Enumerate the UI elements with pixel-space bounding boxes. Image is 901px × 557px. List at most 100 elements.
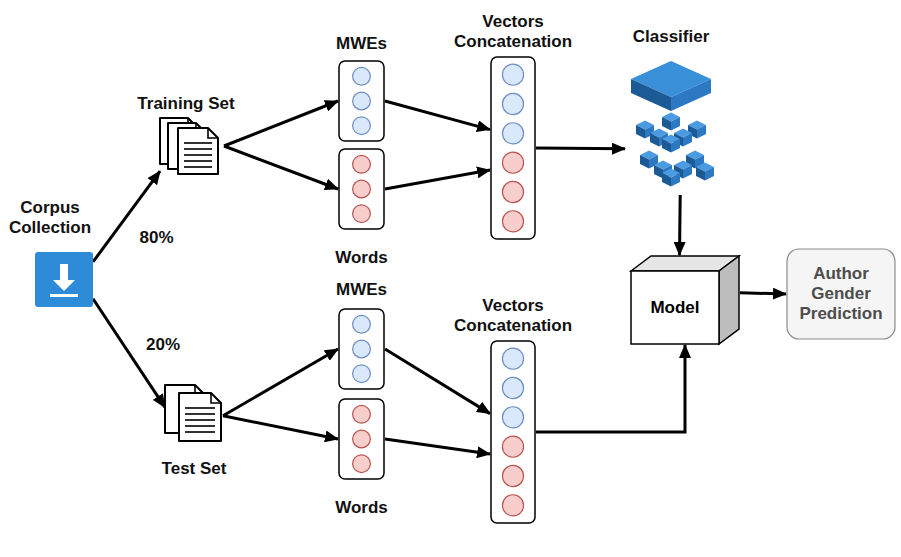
- text-line: [185, 419, 215, 421]
- node-label: MWEs: [336, 280, 387, 300]
- slab-right: [671, 79, 711, 111]
- vector-cell: [353, 155, 371, 173]
- text-line: [185, 431, 215, 433]
- vector-cell: [502, 123, 523, 144]
- output-box: [787, 249, 895, 339]
- icon-node: Test Set: [165, 385, 223, 441]
- shape-outline: [625, 55, 717, 195]
- vector-cell: [353, 405, 371, 423]
- vector-cell: [502, 495, 523, 516]
- vector-cell: [502, 436, 523, 457]
- shape-outline: [338, 398, 385, 480]
- icon-node: Classifier: [625, 55, 717, 195]
- vector-box: [339, 309, 384, 389]
- connector: [93, 171, 160, 262]
- cube-front: [631, 271, 719, 344]
- connector: [223, 416, 338, 439]
- vector-cell: [502, 93, 523, 114]
- vector-cell: [502, 211, 523, 232]
- cube-left: [640, 155, 649, 169]
- cube-left: [636, 125, 645, 139]
- cube-left: [654, 165, 663, 179]
- connector: [224, 101, 338, 146]
- connector: [678, 195, 682, 255]
- vector-cell: [502, 152, 523, 173]
- node-label: Training Set: [137, 94, 234, 114]
- node-label: Words: [335, 498, 388, 518]
- vector-cell: [353, 117, 371, 135]
- download-icon: [35, 252, 93, 307]
- node-label: Corpus Collection: [3, 198, 98, 238]
- slab-left: [631, 79, 671, 111]
- cube-left: [662, 173, 671, 187]
- cube-right: [683, 165, 692, 179]
- page-outline: [178, 128, 218, 174]
- vector-box: MWEs: [338, 60, 385, 142]
- cube-right: [683, 133, 692, 147]
- connector: [740, 293, 786, 294]
- shape-outline: [338, 308, 385, 390]
- cube-right: [671, 139, 680, 153]
- connector: [223, 349, 338, 416]
- vector-cell: [502, 377, 523, 398]
- vector-cell: [353, 430, 371, 448]
- vector-cell: [353, 455, 371, 473]
- text-line: [184, 148, 212, 150]
- vector-box: MWEs: [338, 308, 385, 390]
- connector: [224, 146, 338, 189]
- text-line: [184, 142, 212, 144]
- cube-right: [671, 117, 680, 131]
- vector-box: [339, 61, 384, 141]
- model-box: Model: [630, 255, 740, 345]
- node-label: Classifier: [633, 27, 710, 47]
- vector-box: Vectors Concatenation: [490, 56, 536, 240]
- vector-box: [339, 149, 384, 229]
- text-line: [184, 154, 212, 156]
- vector-cell: [353, 340, 371, 358]
- vector-box: Vectors Concatenation: [490, 340, 536, 524]
- cube-right: [697, 125, 706, 139]
- node-label: MWEs: [336, 34, 387, 54]
- cube-right: [705, 167, 714, 181]
- output-box: Author Gender Prediction: [786, 248, 896, 340]
- cube-left: [662, 139, 671, 153]
- text-line: [185, 425, 215, 427]
- cube-side: [719, 256, 739, 344]
- connector: [536, 345, 685, 432]
- shape-outline: [165, 385, 223, 441]
- page-fold: [208, 128, 218, 138]
- vector-cell: [502, 181, 523, 202]
- vector-cell: [353, 365, 371, 383]
- shape-outline: [338, 60, 385, 142]
- vector-cell: [353, 67, 371, 85]
- connector: [536, 147, 625, 151]
- download-arrow: [53, 264, 75, 291]
- cube-left: [696, 167, 705, 181]
- connector: [385, 439, 490, 454]
- shape-outline: [338, 148, 385, 230]
- vector-box: [491, 341, 535, 523]
- download-base: [50, 294, 78, 297]
- vector-cell: [353, 180, 371, 198]
- vector-cell: [353, 92, 371, 110]
- connector: [385, 101, 490, 130]
- vector-cell: [353, 205, 371, 223]
- shape-outline: [490, 340, 536, 524]
- vector-cell: [502, 465, 523, 486]
- connector: [385, 170, 490, 189]
- shape-outline: [35, 252, 93, 307]
- page-outline: [179, 393, 221, 441]
- connector: [385, 349, 490, 414]
- vector-cell: [353, 315, 371, 333]
- vector-cell: [502, 407, 523, 428]
- edge-label: 20%: [144, 335, 182, 355]
- vector-cell: [502, 348, 523, 369]
- node-text: Author Gender Prediction: [786, 248, 896, 340]
- text-line: [185, 413, 215, 415]
- icon-node: Corpus Collection: [35, 252, 93, 307]
- node-label: Vectors Concatenation: [451, 296, 576, 336]
- shape-outline: [490, 56, 536, 240]
- text-line: [184, 160, 212, 162]
- vector-cell: [502, 64, 523, 85]
